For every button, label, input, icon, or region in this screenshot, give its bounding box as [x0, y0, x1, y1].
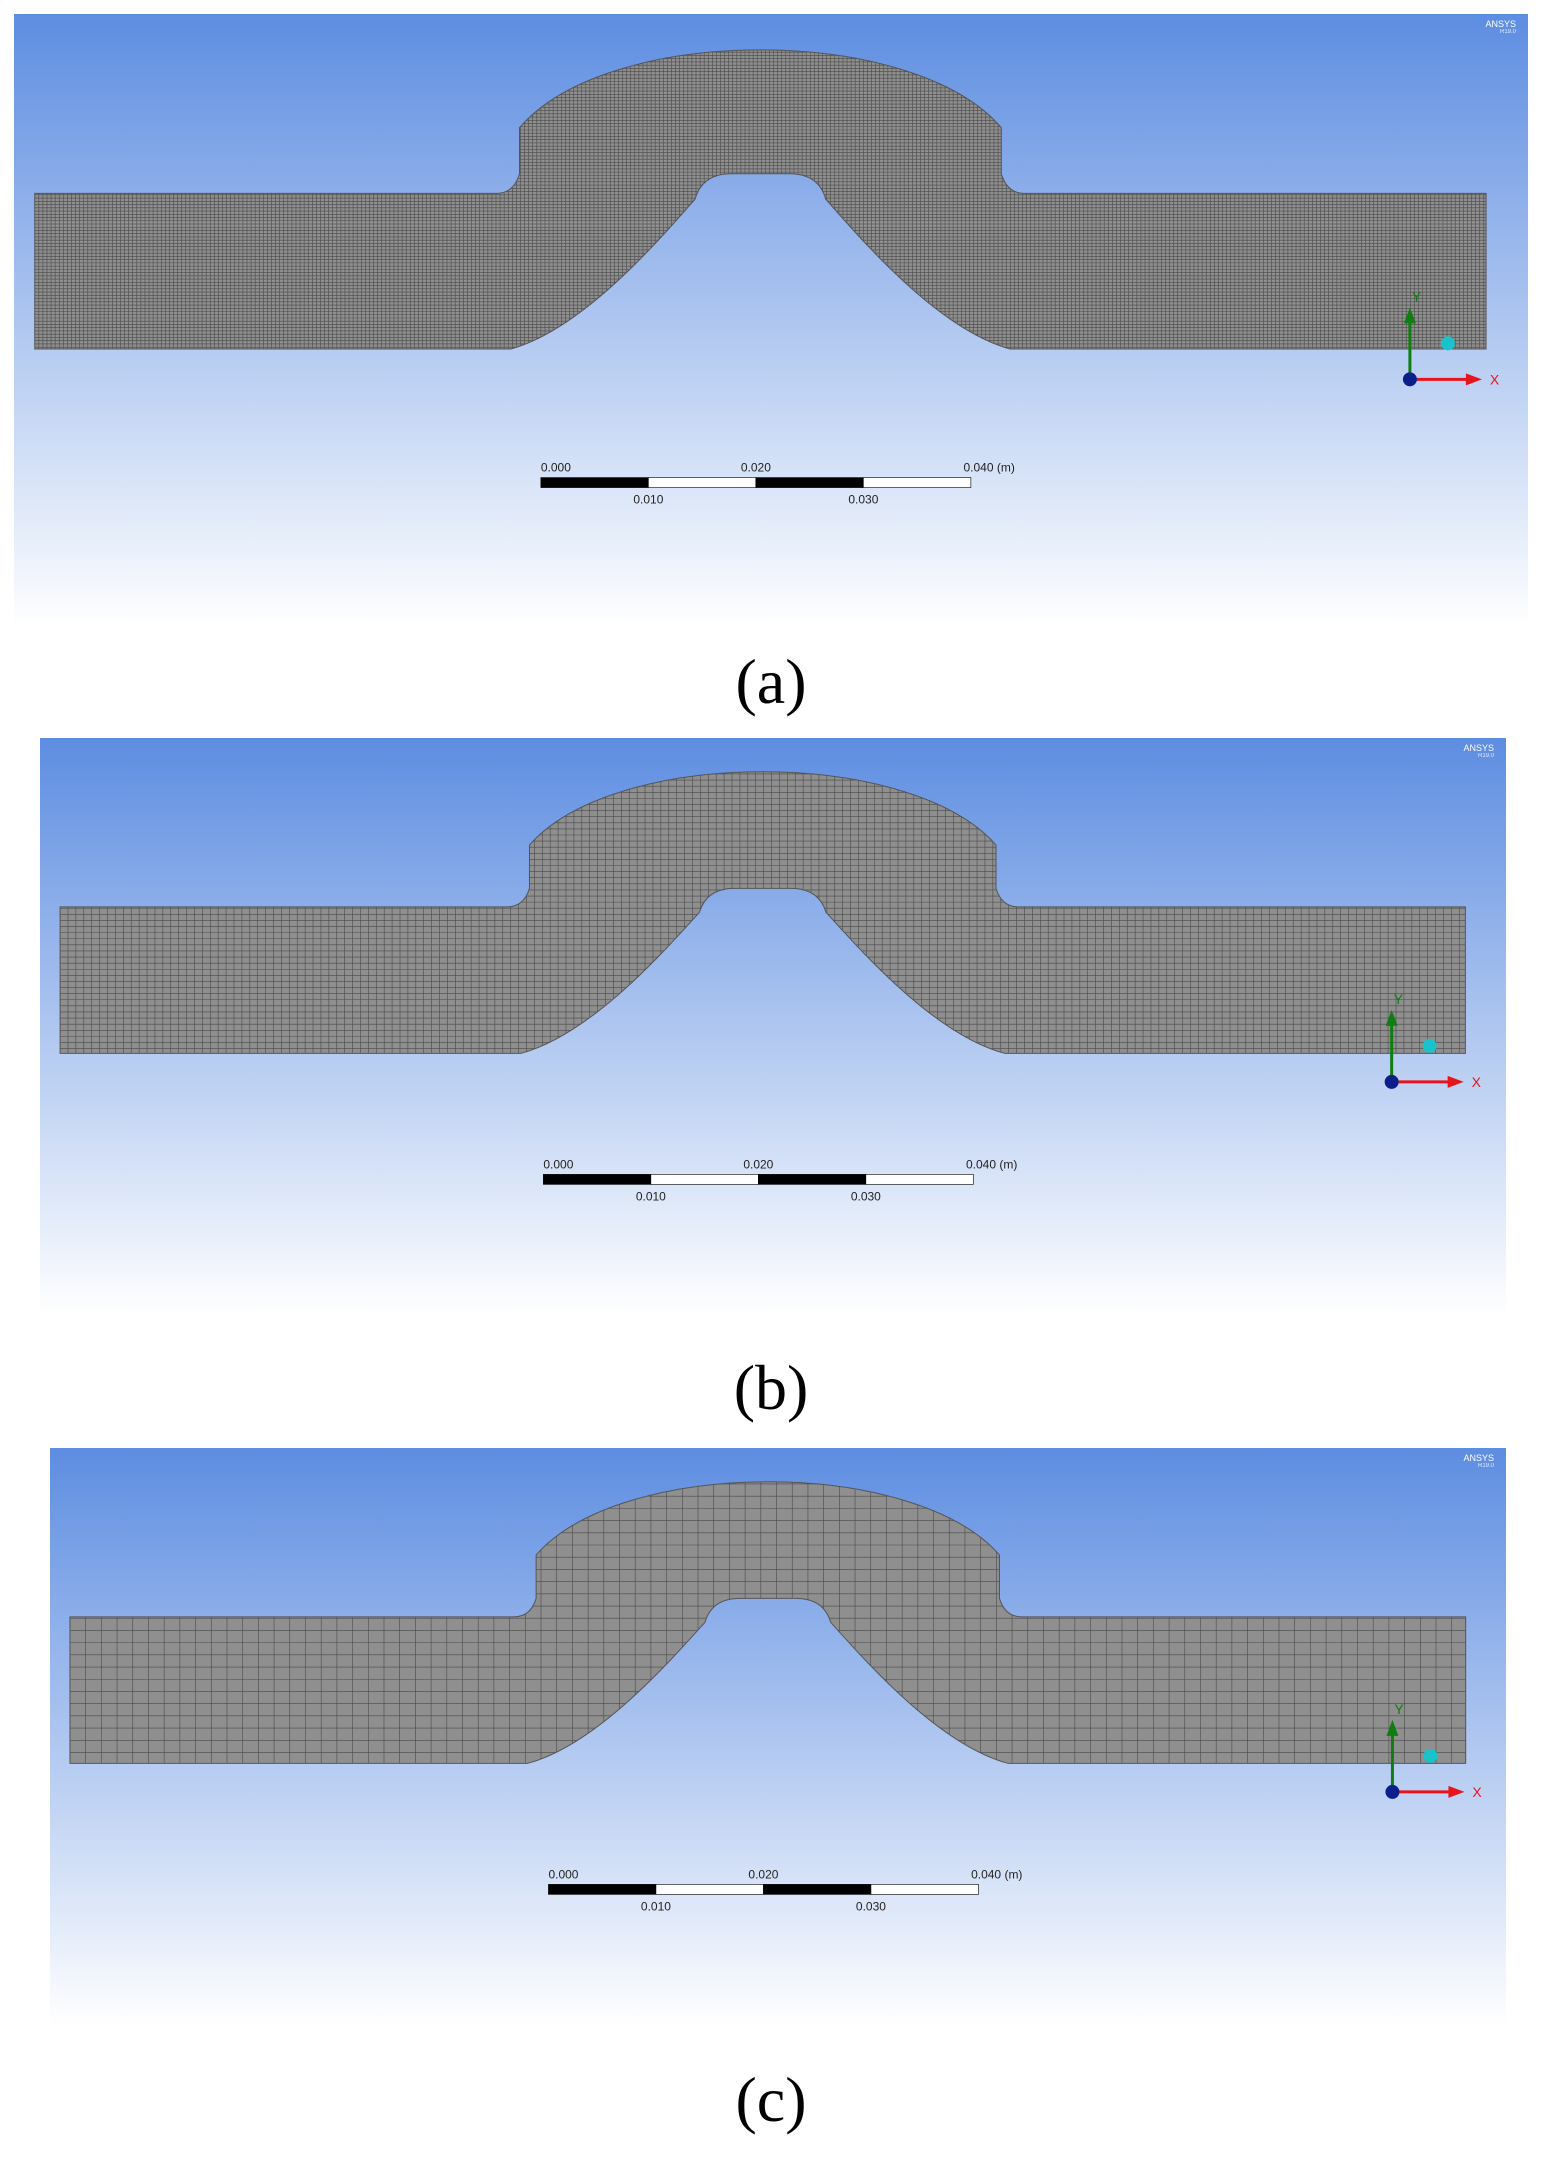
- x-axis-label: X: [1490, 371, 1500, 387]
- panel-label-a: (a): [735, 646, 807, 717]
- fluid-domain: [69, 1481, 1466, 1764]
- scale-bar-top-label: 0.020: [741, 461, 771, 475]
- fluid-domain: [34, 49, 1487, 349]
- scale-bar-top-label: 0.040 (m): [966, 1157, 1017, 1171]
- ansys-logo: ANSYS R19.0: [1485, 19, 1516, 36]
- scale-bar-top-label: 0.000: [541, 461, 571, 475]
- z-axis-dot: [1402, 372, 1417, 387]
- axis-triad: YX: [1384, 991, 1482, 1090]
- scale-bar-top-label: 0.040 (m): [964, 461, 1015, 475]
- scale-bar-top-label: 0.000: [543, 1157, 573, 1171]
- y-axis-label: Y: [1412, 288, 1422, 304]
- scale-bar-segment: [548, 1884, 657, 1895]
- triad-sphere: [1422, 1038, 1437, 1053]
- scale-bar-bottom-label: 0.010: [641, 1899, 671, 1913]
- scale-bar-segment: [758, 1174, 867, 1185]
- scale-bar-segment: [865, 1174, 974, 1185]
- scale-bar-segment: [543, 1174, 652, 1185]
- panel-label-c: (c): [735, 2064, 807, 2135]
- scale-bar-segment: [763, 1884, 872, 1895]
- triad-sphere: [1440, 336, 1455, 351]
- scale-bar-segment: [540, 477, 649, 488]
- z-axis-dot: [1385, 1784, 1400, 1799]
- ansys-logo: ANSYS R19.0: [1463, 1453, 1494, 1470]
- scale-bar-segment: [650, 1174, 759, 1185]
- x-axis-label: X: [1472, 1074, 1482, 1090]
- scale-bar-bottom-label: 0.030: [851, 1189, 881, 1203]
- scale-bar: 0.000 0.020 0.040 (m) 0.010 0.030: [548, 1867, 1022, 1913]
- scale-bar-top-label: 0.020: [748, 1867, 778, 1881]
- y-axis-label: Y: [1394, 1701, 1404, 1717]
- scale-bar-segment: [655, 1884, 764, 1895]
- scale-bar-segment: [648, 477, 757, 488]
- fluid-domain: [60, 771, 1466, 1054]
- axis-triad: YX: [1385, 1701, 1482, 1800]
- scale-bar: 0.000 0.020 0.040 (m) 0.010 0.030: [543, 1157, 1017, 1203]
- triad-sphere: [1423, 1748, 1438, 1763]
- axis-triad: YX: [1402, 288, 1500, 387]
- scale-bar-top-label: 0.040 (m): [971, 1867, 1022, 1881]
- scale-bar-top-label: 0.020: [743, 1157, 773, 1171]
- scale-bar-segment: [755, 477, 864, 488]
- ansys-logo: ANSYS R19.0: [1463, 743, 1494, 760]
- scale-bar-bottom-label: 0.030: [848, 493, 878, 507]
- x-axis-label: X: [1472, 1784, 1482, 1800]
- scale-bar-segment: [863, 477, 972, 488]
- scale-bar-bottom-label: 0.010: [636, 1189, 666, 1203]
- z-axis-dot: [1384, 1074, 1399, 1089]
- scale-bar-top-label: 0.000: [548, 1867, 578, 1881]
- scale-bar-bottom-label: 0.010: [633, 493, 663, 507]
- y-axis-label: Y: [1394, 991, 1404, 1007]
- scale-bar-bottom-label: 0.030: [856, 1899, 886, 1913]
- scale-bar-segment: [870, 1884, 979, 1895]
- panel-label-b: (b): [733, 1352, 809, 1423]
- scale-bar: 0.000 0.020 0.040 (m) 0.010 0.030: [540, 461, 1015, 507]
